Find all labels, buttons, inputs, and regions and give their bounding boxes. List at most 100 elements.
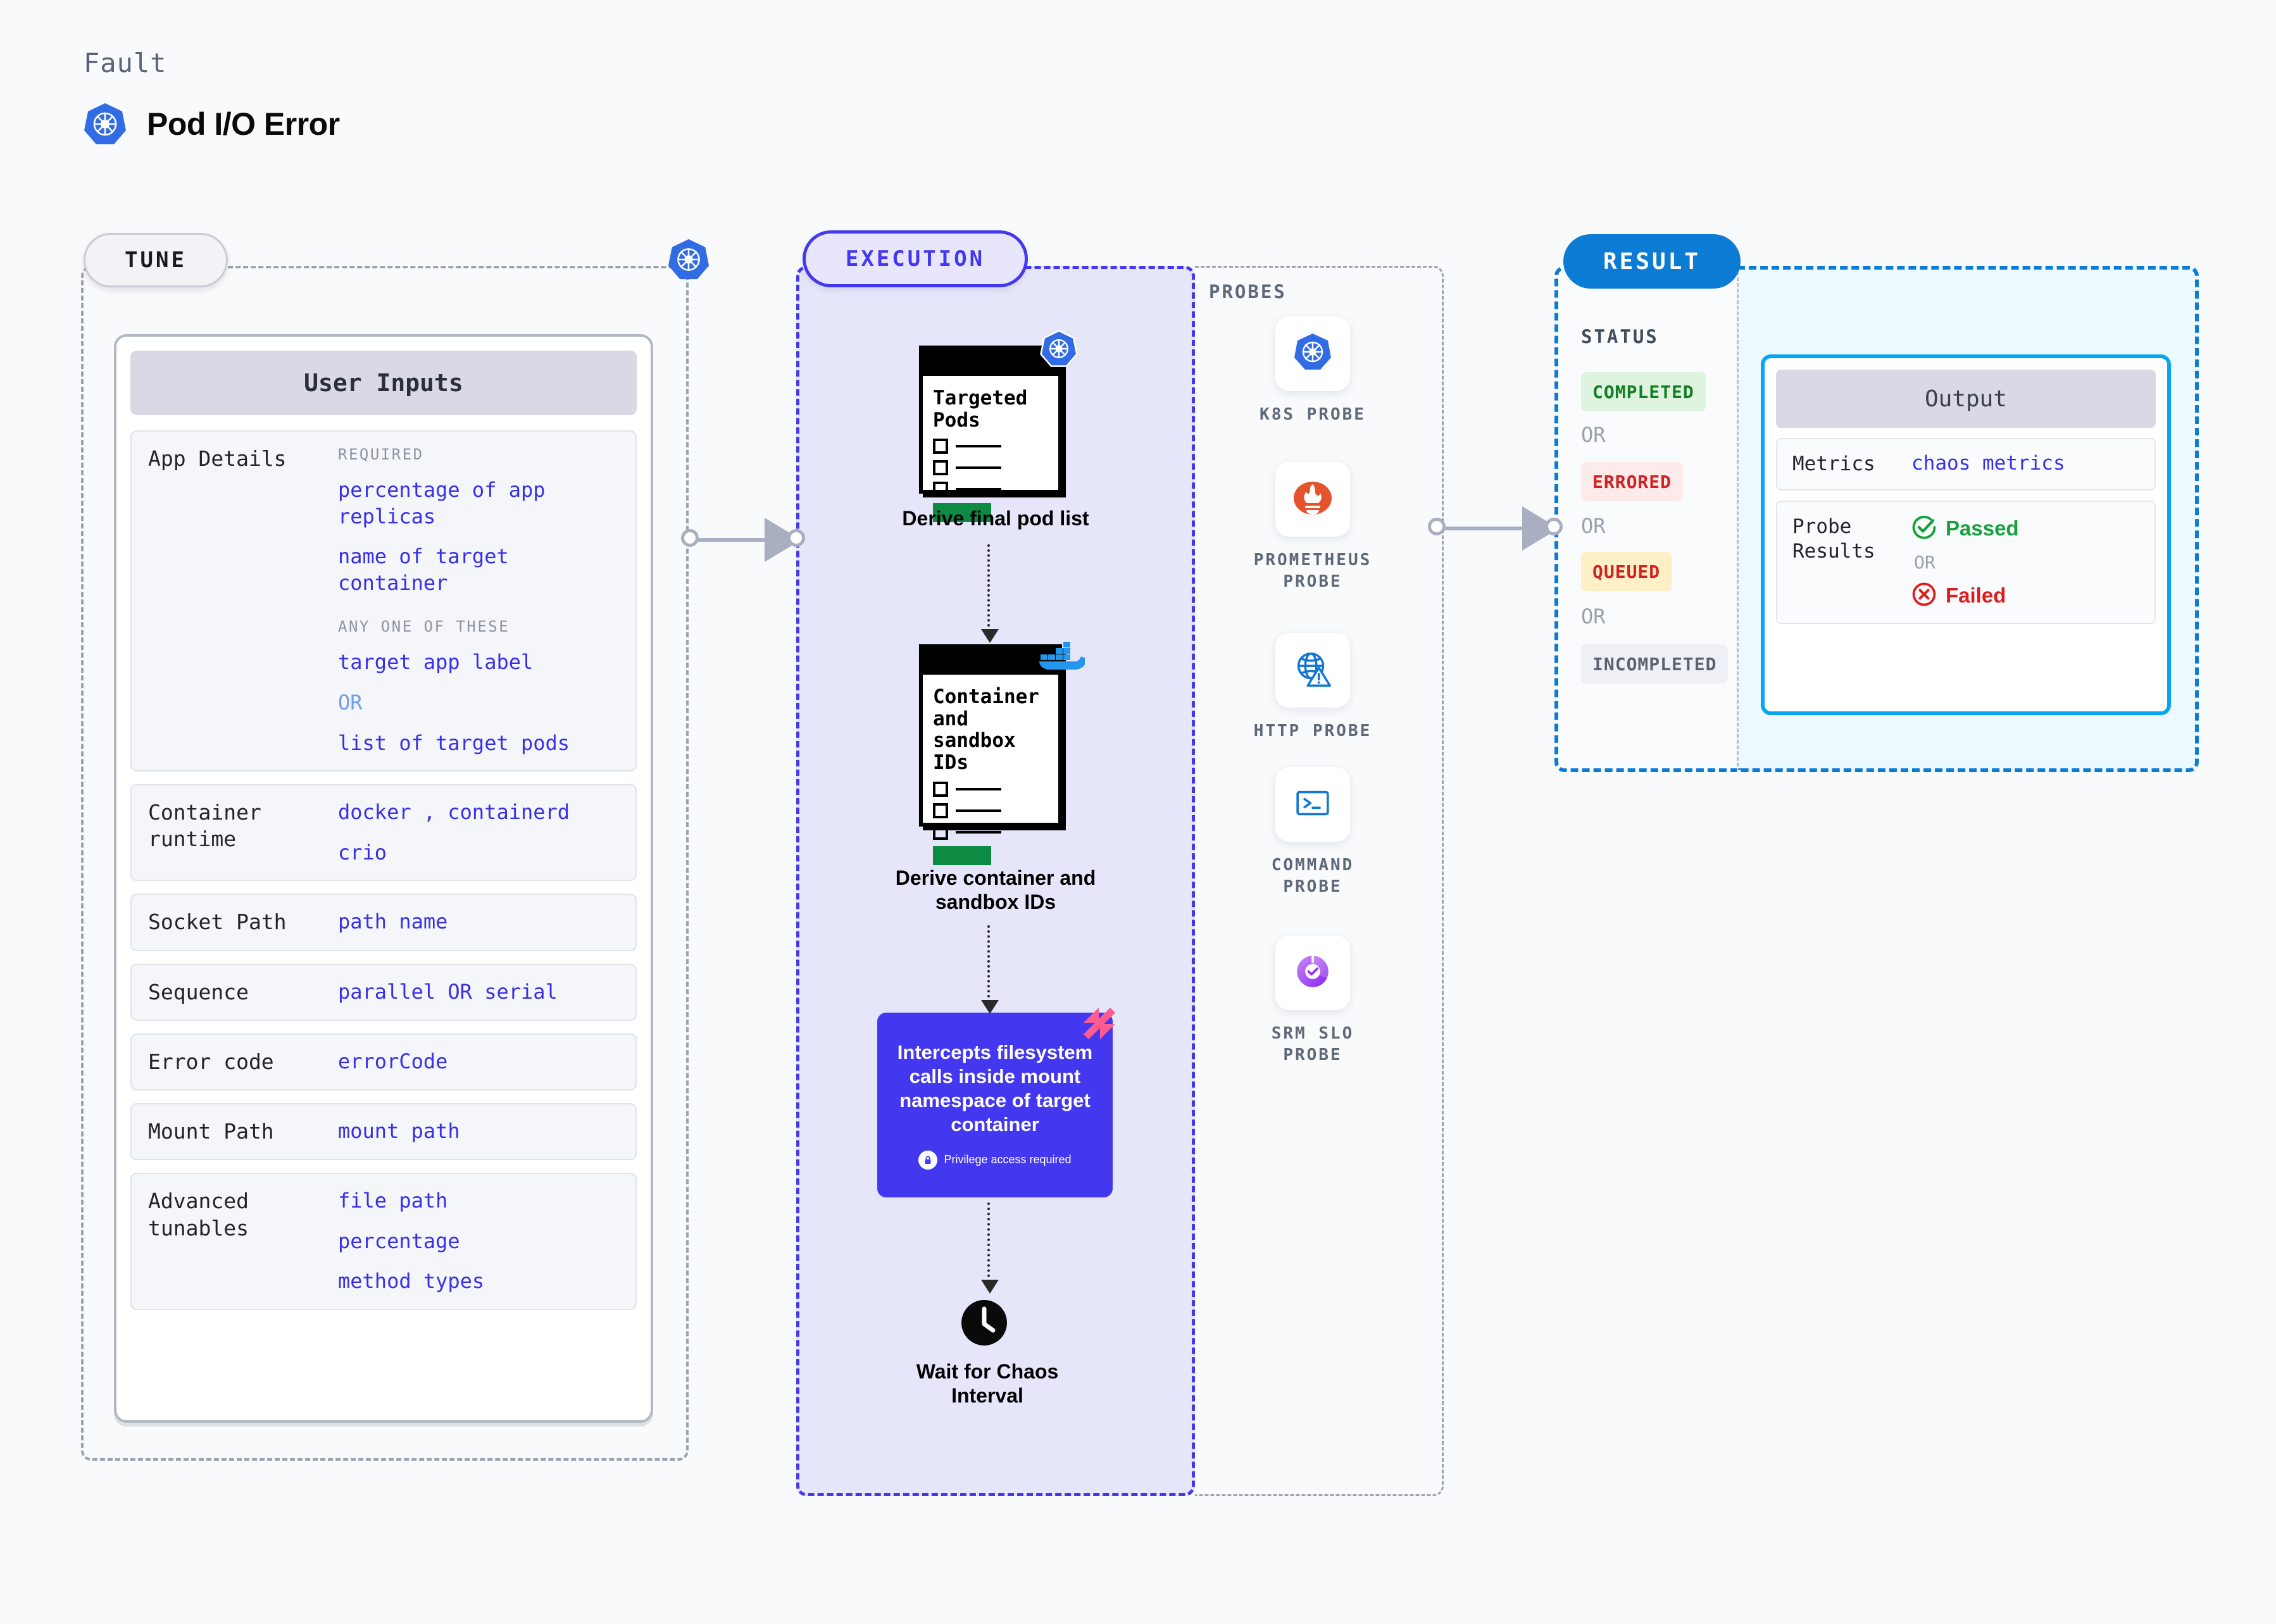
output-card: Output Metrics chaos metrics Probe Resul…: [1761, 354, 2171, 715]
tune-value: crio: [338, 840, 387, 865]
probe-tile: [1275, 767, 1350, 842]
result-pill-label: RESULT: [1563, 234, 1741, 289]
output-title: Output: [1776, 370, 2156, 428]
wait-step-caption: Wait for Chaos Interval: [916, 1360, 1059, 1408]
result-panel: [1554, 266, 1737, 772]
targeted-pods-card: Targeted Pods: [919, 346, 1062, 523]
probe-name: K8S PROBE: [1260, 405, 1366, 424]
docker-icon: [1038, 639, 1087, 677]
probe-command[interactable]: COMMAND PROBE: [1243, 767, 1382, 898]
status-badge-text: COMPLETED: [1592, 381, 1694, 403]
privilege-note-label: Privilege access required: [944, 1153, 1072, 1166]
page-title-row: Pod I/O Error: [82, 101, 340, 147]
status-or: OR: [1581, 604, 1606, 628]
arrowhead-icon: [981, 629, 999, 643]
connector-dot: [1428, 518, 1446, 535]
output-row-label: Probe Results: [1792, 515, 1875, 563]
checkbox-icon: [933, 824, 948, 840]
tune-row-label: Sequence: [148, 979, 249, 1004]
page-kicker: Fault: [84, 47, 167, 78]
probe-tile: [1275, 462, 1350, 537]
probe-tile: [1275, 316, 1350, 391]
flow-arrow-3: [981, 1202, 999, 1294]
tune-row-label: Mount Path: [148, 1119, 274, 1144]
chaos-injection-block: Intercepts filesystem calls inside mount…: [877, 1008, 1115, 1197]
probes-panel: [1195, 266, 1444, 1496]
line-placeholder: [956, 830, 1001, 834]
tune-row-label: App Details: [148, 446, 287, 471]
srm-slo-icon: [1292, 951, 1334, 996]
tune-value: target app label: [338, 650, 534, 675]
chaos-description: Intercepts filesystem calls inside mount…: [897, 1041, 1093, 1135]
container-sandbox-card: Container and sandbox IDs: [919, 644, 1062, 865]
probe-http[interactable]: HTTP PROBE: [1243, 633, 1382, 742]
probe-result-or: OR: [1914, 551, 1935, 573]
terminal-icon: [1292, 782, 1334, 827]
section-required: REQUIRED: [338, 446, 424, 463]
tune-value: percentage of app replicas: [338, 478, 546, 528]
kubernetes-icon: [82, 101, 128, 147]
status-bar: [933, 846, 991, 865]
privilege-note: Privilege access required: [918, 1150, 1072, 1170]
probe-name: SRM SLO PROBE: [1271, 1024, 1354, 1065]
checkbox-icon: [933, 439, 948, 454]
probe-k8s[interactable]: K8S PROBE: [1243, 316, 1382, 425]
card-checklist: [933, 781, 1048, 840]
line-placeholder: [956, 787, 1001, 790]
checkbox-icon: [933, 482, 948, 497]
kubernetes-icon: [666, 237, 711, 282]
connector-dot: [1545, 518, 1563, 535]
tune-value: path name: [338, 909, 448, 934]
card-title: Targeted Pods: [933, 387, 1028, 432]
tune-value: mount path: [338, 1119, 460, 1144]
tune-value: errorCode: [338, 1049, 448, 1073]
tune-row-app-details[interactable]: App Details REQUIRED percentage of app r…: [130, 430, 637, 772]
probe-result-passed-label: Passed: [1946, 516, 2019, 540]
connector-dot: [787, 529, 805, 547]
card-topbar: [923, 349, 1058, 376]
arrowhead-icon: [981, 1000, 999, 1014]
tune-row-container-runtime[interactable]: Container runtime docker , containerd cr…: [130, 784, 637, 882]
status-or: OR: [1581, 514, 1606, 538]
tune-value: percentage: [338, 1228, 460, 1253]
x-circle-icon: [1911, 582, 1937, 610]
http-globe-warning-icon: [1291, 647, 1335, 694]
clock-icon: [960, 1299, 1008, 1347]
tune-value: name of target container: [338, 544, 509, 595]
tune-row-socket-path[interactable]: Socket Path path name: [130, 894, 637, 951]
tune-value: method types: [338, 1269, 485, 1294]
probe-name: PROMETHEUS PROBE: [1253, 551, 1372, 592]
tune-row-advanced-tunables[interactable]: Advanced tunables file path percentage m…: [130, 1173, 637, 1311]
step-caption: Derive container and sandbox IDs: [895, 866, 1096, 914]
line-placeholder: [956, 488, 1001, 491]
user-inputs-card: User Inputs App Details REQUIRED percent…: [114, 334, 653, 1423]
section-any-one: ANY ONE OF THESE: [338, 618, 510, 636]
output-row-value: chaos metrics: [1911, 452, 2065, 475]
checkbox-icon: [933, 803, 948, 818]
output-row-probe-results[interactable]: Probe Results Passed OR: [1776, 500, 2156, 624]
tune-value-or: OR: [338, 690, 363, 715]
tune-value: file path: [338, 1189, 448, 1213]
status-section-label: STATUS: [1581, 326, 1659, 347]
kubernetes-icon: [1290, 330, 1335, 378]
probe-prometheus[interactable]: PROMETHEUS PROBE: [1243, 462, 1382, 593]
status-badge-text: QUEUED: [1592, 561, 1661, 582]
line-placeholder: [956, 809, 1001, 812]
execution-pill-label: EXECUTION: [803, 230, 1028, 287]
probes-section-label: PROBES: [1209, 281, 1287, 303]
tune-row-label: Container runtime: [148, 800, 261, 852]
probe-srm-slo[interactable]: SRM SLO PROBE: [1243, 935, 1382, 1066]
output-row-metrics[interactable]: Metrics chaos metrics: [1776, 438, 2156, 490]
line-placeholder: [956, 445, 1001, 448]
output-row-label: Metrics: [1792, 453, 1875, 475]
status-badge-completed: COMPLETED: [1581, 372, 1706, 411]
checkbox-icon: [933, 460, 948, 476]
user-inputs-title: User Inputs: [130, 351, 637, 415]
status-badge-text: ERRORED: [1592, 471, 1672, 492]
tune-row-mount-path[interactable]: Mount Path mount path: [130, 1103, 637, 1161]
tune-row-sequence[interactable]: Sequence parallel OR serial: [130, 963, 637, 1021]
tune-row-error-code[interactable]: Error code errorCode: [130, 1033, 637, 1091]
status-badge-text: INCOMPLETED: [1592, 653, 1717, 675]
status-badge-incompleted: INCOMPLETED: [1581, 644, 1729, 684]
flow-arrow-1: [981, 544, 999, 643]
